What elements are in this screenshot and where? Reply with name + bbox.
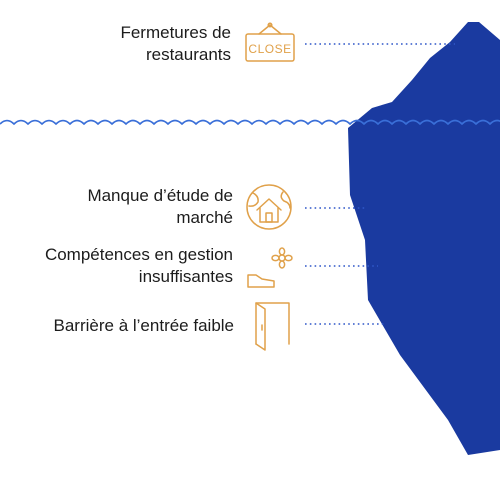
label-line: Manque d’étude de	[87, 186, 233, 205]
label-line: restaurants	[145, 45, 231, 64]
label-line: Barrière à l’entrée faible	[53, 316, 234, 335]
globe-house-icon	[246, 184, 292, 230]
label-line: Compétences en gestion	[44, 245, 233, 264]
flower-tray-icon	[247, 247, 293, 288]
close-sign-text: CLOSE	[248, 42, 291, 56]
close-sign-icon: CLOSE	[245, 22, 295, 62]
label-line: marché	[176, 208, 233, 227]
label-line: Fermetures de	[120, 23, 231, 42]
label-management-skills: Compétences en gestion insuffisantes	[45, 244, 233, 288]
water-line	[0, 119, 500, 126]
label-line: insuffisantes	[138, 267, 233, 286]
label-market-study: Manque d’étude de marché	[87, 185, 233, 229]
label-entry-barrier: Barrière à l’entrée faible	[54, 315, 234, 337]
label-restaurant-closures: Fermetures de restaurants	[120, 22, 231, 66]
iceberg-shape	[348, 22, 500, 455]
open-door-icon	[255, 302, 290, 351]
